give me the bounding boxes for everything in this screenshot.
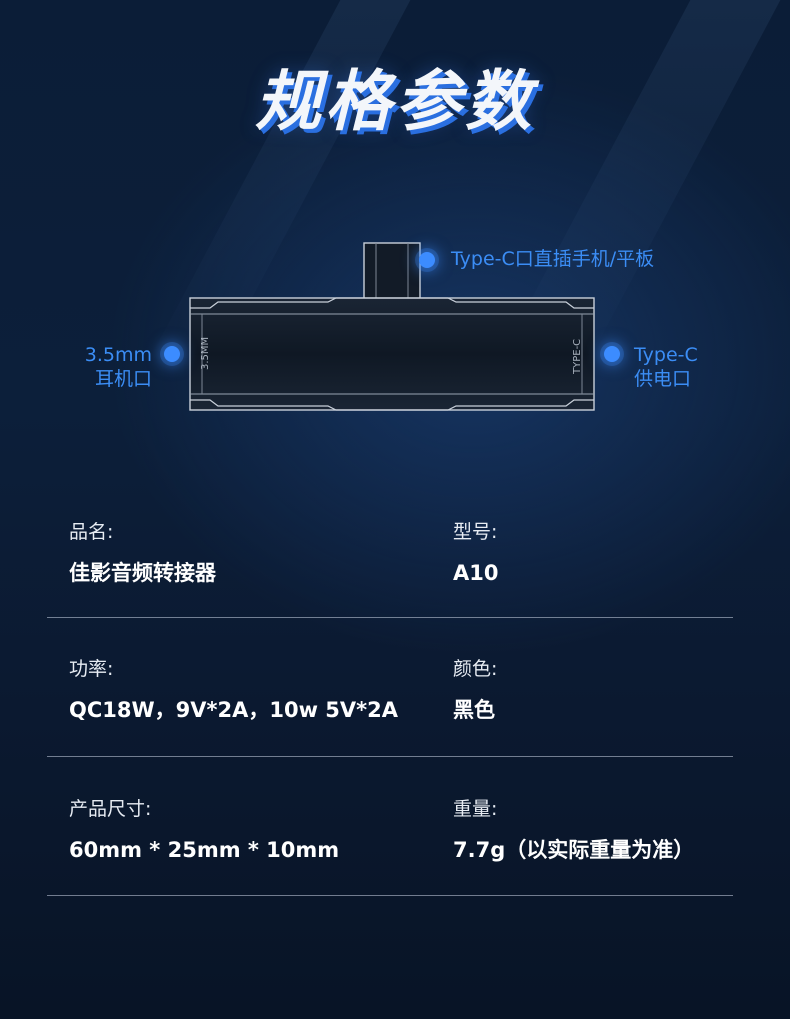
spec-size: 产品尺寸: 60mm * 25mm * 10mm [69, 797, 339, 864]
spec-value: 60mm * 25mm * 10mm [69, 838, 340, 862]
callout-dot-top [419, 252, 435, 268]
callout-type-c-plug: Type-C口直插手机/平板 [451, 247, 654, 271]
spec-value: 佳影音频转接器 [69, 561, 216, 585]
spec-value: 黑色 [453, 698, 495, 722]
spec-label: 产品尺寸: [69, 798, 152, 820]
type-c-plug-shape [363, 242, 421, 300]
spec-row-power-color: 功率: QC18W，9V*2A，10w 5V*2A 颜色: 黑色 [47, 657, 733, 757]
spec-value: 7.7g（以实际重量为准） [453, 838, 695, 862]
spec-color: 颜色: 黑色 [453, 657, 497, 724]
spec-label: 重量: [453, 798, 498, 820]
spec-label: 品名: [69, 521, 114, 543]
spec-value: A10 [453, 561, 499, 585]
spec-row-size-weight: 产品尺寸: 60mm * 25mm * 10mm 重量: 7.7g（以实际重量为… [47, 797, 733, 896]
callout-power-port-line1: Type-C [634, 344, 698, 366]
spec-row-name-model: 品名: 佳影音频转接器 型号: A10 [47, 520, 733, 618]
spec-label: 颜色: [453, 658, 498, 680]
callout-power-port: Type-C 供电口 [634, 343, 698, 391]
spec-weight: 重量: 7.7g（以实际重量为准） [453, 797, 694, 864]
callout-power-port-line2: 供电口 [634, 368, 692, 390]
device-label-type-c: TYPE-C [572, 339, 583, 375]
device-label-3.5mm: 3.5MM [200, 337, 211, 370]
spec-label: 功率: [69, 658, 114, 680]
adapter-diagram: 3.5MM TYPE-C [189, 242, 595, 411]
page-title: 规格参数 [255, 63, 535, 140]
callout-dot-left [164, 346, 180, 362]
callout-headphone-port-line1: 3.5mm [84, 344, 152, 366]
spec-model: 型号: A10 [453, 520, 498, 587]
spec-value: QC18W，9V*2A，10w 5V*2A [69, 698, 399, 722]
callout-type-c-plug-text: Type-C口直插手机/平板 [451, 248, 655, 270]
adapter-body-shape [189, 297, 595, 411]
spec-power: 功率: QC18W，9V*2A，10w 5V*2A [69, 657, 398, 724]
spec-label: 型号: [453, 521, 498, 543]
spec-product-name: 品名: 佳影音频转接器 [69, 520, 216, 587]
callout-headphone-port: 3.5mm 耳机口 [84, 343, 152, 391]
callout-headphone-port-line2: 耳机口 [94, 368, 152, 390]
callout-dot-right [604, 346, 620, 362]
